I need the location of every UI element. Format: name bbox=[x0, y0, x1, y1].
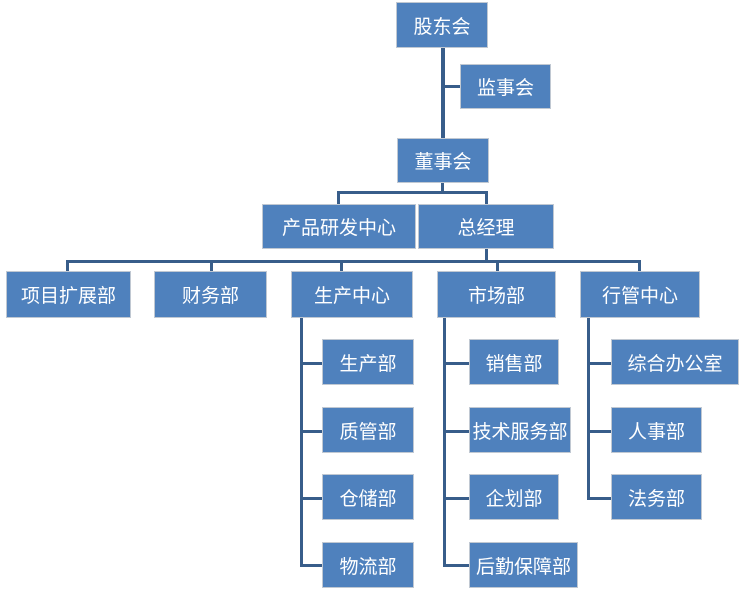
node-logistics-support-dept: 后勤保障部 bbox=[469, 542, 578, 588]
node-legal-dept: 法务部 bbox=[611, 474, 702, 520]
connector-shareholders-board bbox=[441, 47, 445, 139]
node-dept-production-center: 生产中心 bbox=[291, 271, 413, 318]
connector-to-dept-5 bbox=[638, 260, 641, 272]
connector-supervisors bbox=[441, 85, 461, 88]
node-hr-dept: 人事部 bbox=[611, 407, 702, 453]
connector-market-child-2 bbox=[443, 430, 469, 433]
node-dept-admin-center: 行管中心 bbox=[580, 271, 700, 318]
node-sales-dept: 销售部 bbox=[469, 339, 559, 385]
node-dept-finance: 财务部 bbox=[154, 271, 267, 318]
connector-production-child-4 bbox=[300, 564, 322, 567]
node-board: 董事会 bbox=[397, 138, 489, 183]
connector-to-dept-2 bbox=[210, 260, 213, 272]
connector-to-gm bbox=[485, 191, 488, 205]
node-warehouse-dept: 仓储部 bbox=[322, 474, 414, 520]
connector-market-child-1 bbox=[443, 362, 469, 365]
connector-admin-trunk bbox=[587, 318, 590, 500]
connector-gm-down bbox=[485, 248, 488, 262]
node-shareholders: 股东会 bbox=[396, 2, 488, 48]
connector-production-child-1 bbox=[300, 362, 322, 365]
connector-to-dept-1 bbox=[66, 260, 69, 272]
connector-to-dept-4 bbox=[496, 260, 499, 272]
node-quality-dept: 质管部 bbox=[322, 407, 414, 453]
node-dept-project-expansion: 项目扩展部 bbox=[6, 271, 131, 318]
connector-production-trunk bbox=[300, 318, 303, 567]
connector-admin-child-3 bbox=[587, 497, 611, 500]
connector-dept-bar bbox=[66, 260, 641, 263]
node-production-dept: 生产部 bbox=[322, 339, 414, 385]
node-general-office: 综合办公室 bbox=[611, 339, 739, 385]
connector-board-down bbox=[441, 182, 444, 193]
connector-market-trunk bbox=[443, 318, 446, 567]
connector-production-child-2 bbox=[300, 430, 322, 433]
node-supervisors: 监事会 bbox=[460, 64, 551, 109]
connector-market-child-4 bbox=[443, 564, 469, 567]
connector-to-dept-3 bbox=[340, 260, 343, 272]
node-general-manager: 总经理 bbox=[418, 204, 554, 249]
node-planning-dept: 企划部 bbox=[469, 474, 559, 520]
connector-admin-child-1 bbox=[587, 362, 611, 365]
connector-admin-child-2 bbox=[587, 430, 611, 433]
connector-market-child-3 bbox=[443, 497, 469, 500]
connector-board-bar bbox=[337, 191, 488, 194]
node-logistics-dept: 物流部 bbox=[322, 542, 414, 588]
connector-production-child-3 bbox=[300, 497, 322, 500]
node-dept-market: 市场部 bbox=[437, 271, 556, 318]
node-rnd-center: 产品研发中心 bbox=[262, 204, 416, 249]
connector-to-rnd bbox=[337, 191, 340, 205]
node-tech-service-dept: 技术服务部 bbox=[469, 407, 571, 453]
